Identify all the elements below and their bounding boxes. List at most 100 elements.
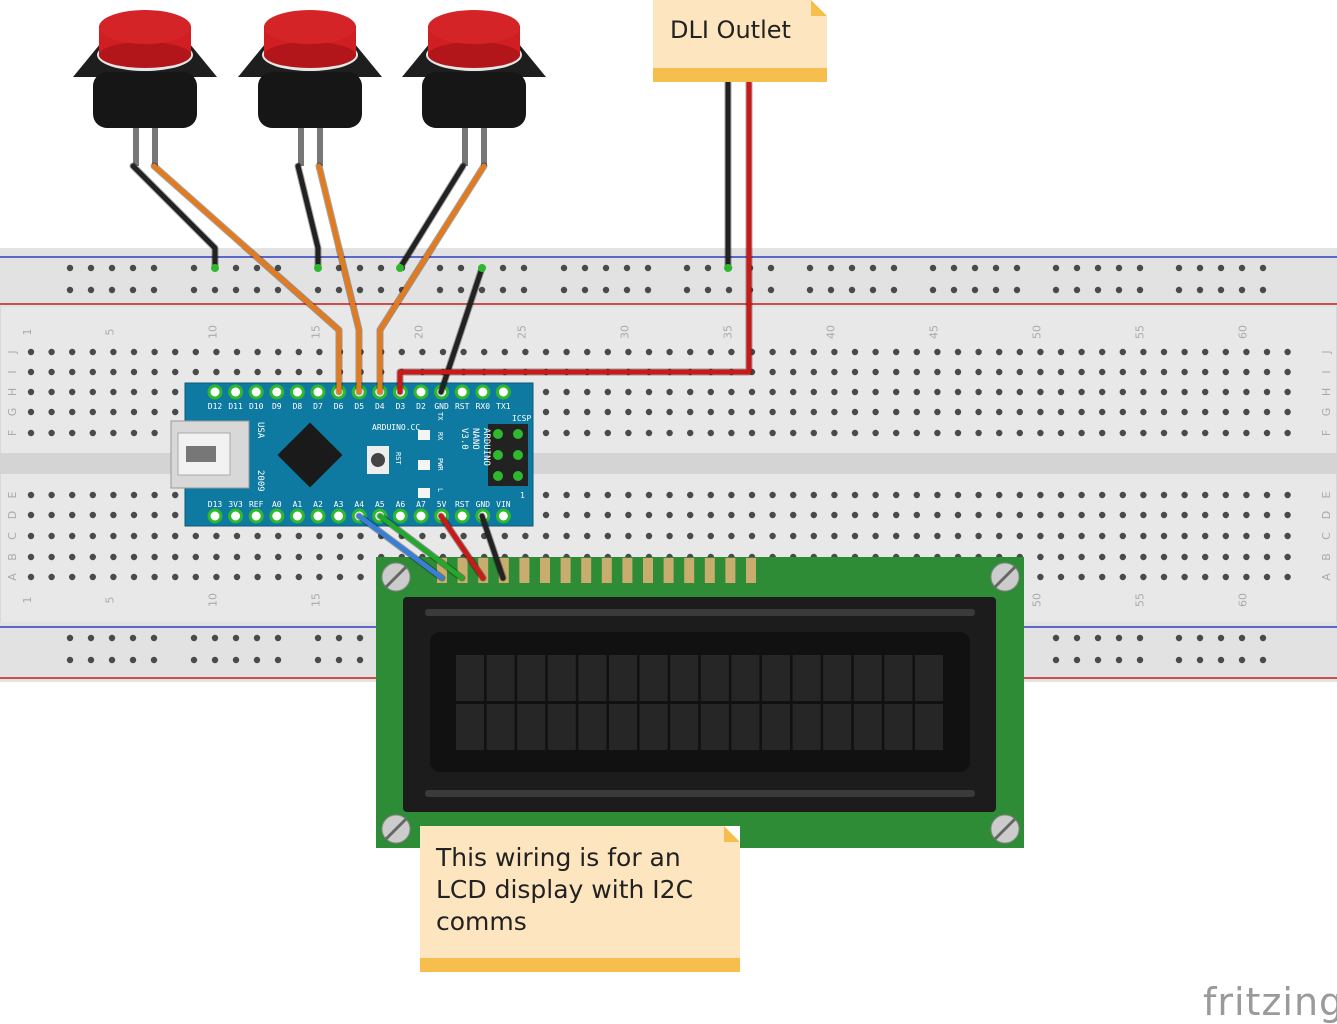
lcd-sda-wire xyxy=(356,513,445,581)
pushbutton-2-icon xyxy=(238,10,382,166)
pin-label-bottom: A2 xyxy=(313,500,323,509)
pin-label-top: D11 xyxy=(228,402,243,411)
col-number-bottom: 1 xyxy=(21,597,34,604)
button-1-signal-wire xyxy=(151,163,342,395)
pin-top xyxy=(269,384,285,400)
lcd-pin xyxy=(540,558,550,583)
lcd-char-cell xyxy=(762,655,790,701)
lcd-char-cell xyxy=(456,655,484,701)
dli-outlet-note: DLI Outlet xyxy=(653,0,827,82)
lcd-char-cell xyxy=(731,655,760,701)
lcd-pin xyxy=(581,558,592,583)
row-label: C xyxy=(6,532,19,540)
lcd-char-cell xyxy=(792,655,821,701)
lcd-char-cell xyxy=(639,704,668,750)
lcd-pin xyxy=(457,558,468,583)
lcd-char-cell xyxy=(853,704,882,750)
icsp-pin-1-label: 1 xyxy=(520,491,525,500)
lcd-pin xyxy=(498,558,509,583)
lcd-pin xyxy=(746,558,756,583)
lcd-char-cell xyxy=(762,704,790,750)
pin-top xyxy=(413,384,429,400)
lcd-pin xyxy=(478,558,489,583)
rx-label: RX xyxy=(436,432,444,441)
lcd-char-cell xyxy=(823,704,852,750)
pin-bottom xyxy=(248,508,264,524)
row-label: J xyxy=(1320,350,1333,354)
pin-label-top: D4 xyxy=(375,402,385,411)
col-number-top: 35 xyxy=(721,325,734,339)
lcd-pin xyxy=(725,558,736,583)
col-number-bottom: 55 xyxy=(1133,593,1146,607)
row-label: E xyxy=(6,491,19,498)
row-label: D xyxy=(1320,511,1333,519)
pin-top xyxy=(475,384,491,400)
row-label: H xyxy=(6,388,19,396)
pin-label-bottom: 3V3 xyxy=(228,500,243,509)
connected-hole xyxy=(211,264,219,272)
rst-label: RST xyxy=(394,452,402,465)
pin-label-bottom: 5V xyxy=(437,500,447,509)
lcd-char-cell xyxy=(884,704,913,750)
lcd-char-cell xyxy=(670,704,699,750)
col-number-top: 50 xyxy=(1030,325,1043,339)
lcd-char-cell xyxy=(884,655,913,701)
lcd-gnd-wire xyxy=(479,513,506,581)
model-label: ARDUINO xyxy=(481,428,491,466)
col-number-top: 1 xyxy=(21,329,34,336)
pin-label-bottom: VIN xyxy=(496,500,511,509)
lcd-char-cell xyxy=(517,704,546,750)
usa-label: USA xyxy=(255,422,265,439)
pin-top xyxy=(495,384,511,400)
pin-top xyxy=(207,384,223,400)
lcd-char-cell xyxy=(547,704,576,750)
lcd-char-cell xyxy=(700,655,729,701)
lcd-pin xyxy=(643,558,653,583)
row-label: B xyxy=(6,553,19,561)
pin-label-top: D9 xyxy=(272,402,282,411)
row-label: I xyxy=(6,370,19,373)
lcd-char-cell xyxy=(670,655,699,701)
pin-label-top: D7 xyxy=(313,402,323,411)
row-label: E xyxy=(1320,491,1333,498)
icsp-header xyxy=(488,424,528,486)
screw-icon xyxy=(381,814,411,844)
pin-label-top: D6 xyxy=(334,402,344,411)
screw-icon xyxy=(381,562,411,592)
lcd-pin xyxy=(704,558,715,583)
row-label: G xyxy=(6,408,19,417)
lcd-char-cell xyxy=(547,655,576,701)
lcd-char-cell xyxy=(609,704,637,750)
lcd-wiring-note: This wiring is for an LCD display with I… xyxy=(420,826,740,972)
pin-label-bottom: A0 xyxy=(272,500,282,509)
lcd-char-cell xyxy=(486,655,515,701)
lcd-vcc-wire xyxy=(438,513,486,581)
pin-label-top: RST xyxy=(455,402,470,411)
lcd-char-cell xyxy=(639,655,668,701)
brand-label: ARDUINO.CC xyxy=(372,423,420,432)
row-label: H xyxy=(1320,388,1333,396)
pushbutton-3-icon xyxy=(402,10,546,166)
lcd-char-cell xyxy=(578,655,607,701)
pin-bottom xyxy=(228,508,244,524)
pin-label-bottom: A3 xyxy=(334,500,344,509)
pin-top xyxy=(454,384,470,400)
col-number-top: 10 xyxy=(206,325,219,339)
row-label: J xyxy=(6,350,19,354)
lcd-module xyxy=(376,557,1024,848)
pin-label-bottom: A1 xyxy=(293,500,303,509)
reset-button-icon[interactable] xyxy=(367,446,389,474)
lcd-char-cell xyxy=(700,704,729,750)
col-number-bottom: 10 xyxy=(206,593,219,607)
pin-bottom xyxy=(269,508,285,524)
pin-label-top: D12 xyxy=(208,402,223,411)
connected-hole xyxy=(724,264,732,272)
col-number-top: 30 xyxy=(618,325,631,339)
col-number-top: 20 xyxy=(412,325,425,339)
model-label: NANO xyxy=(470,428,480,450)
lcd-char-cell xyxy=(486,704,515,750)
lcd-pin xyxy=(622,558,633,583)
col-number-bottom: 60 xyxy=(1236,593,1249,607)
